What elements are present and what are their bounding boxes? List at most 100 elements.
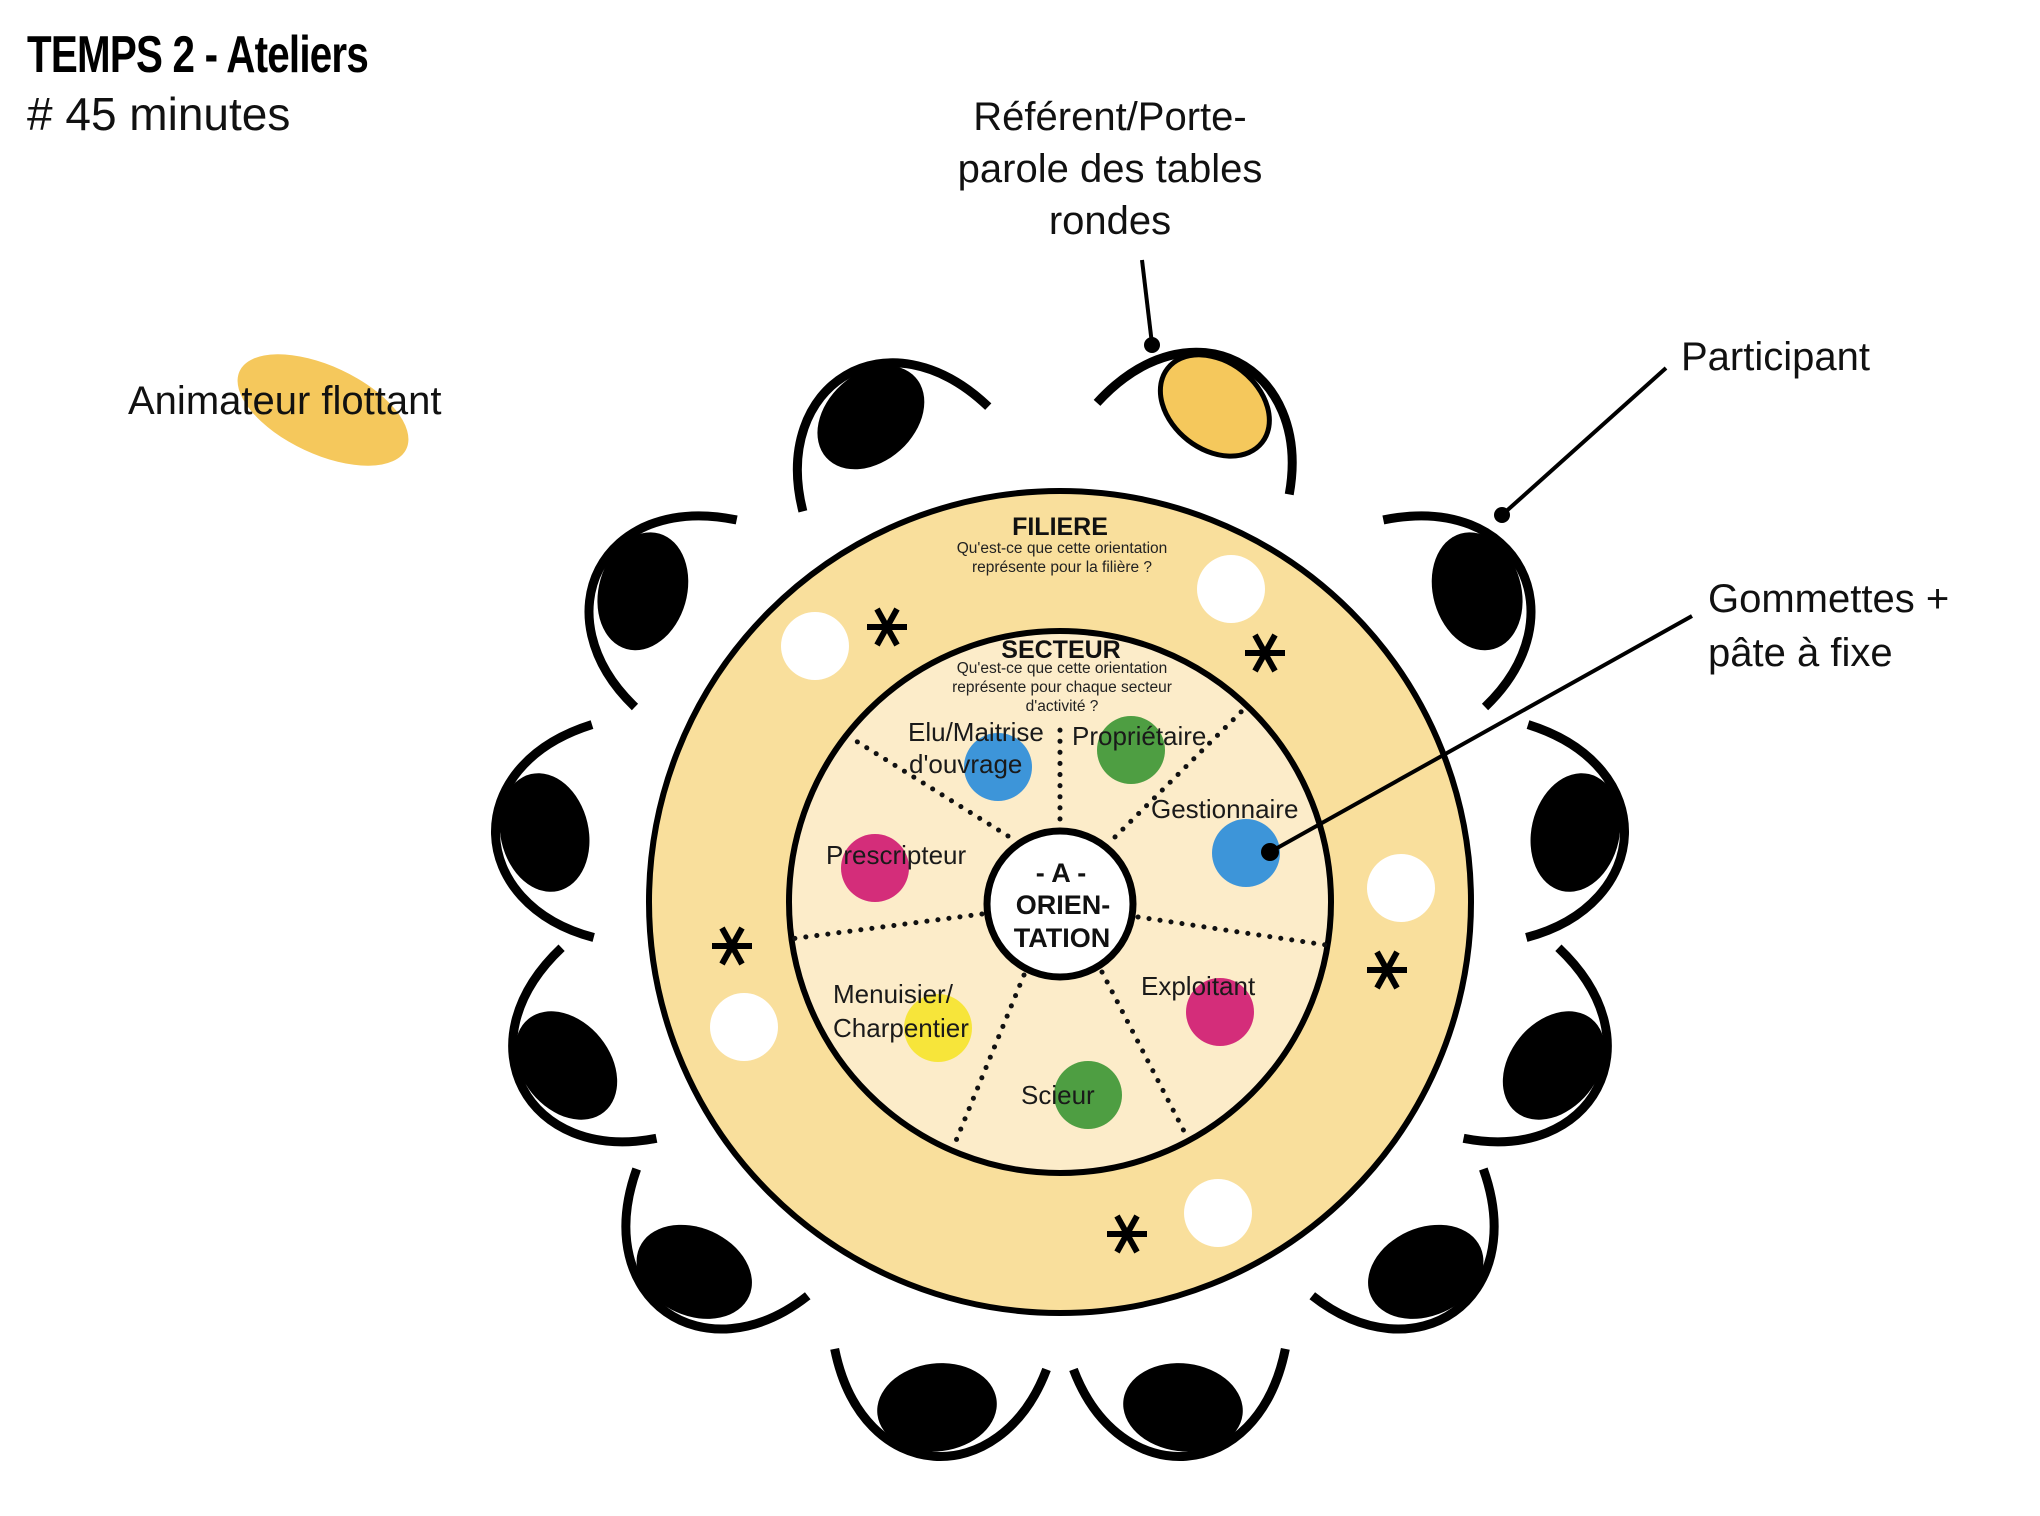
participant-seat bbox=[621, 1167, 811, 1334]
participant-seat bbox=[1309, 1167, 1499, 1334]
empty-gommette-slot bbox=[710, 993, 778, 1061]
secteur-question-line: d'activité ? bbox=[1026, 698, 1099, 715]
header: TEMPS 2 - Ateliers # 45 minutes bbox=[27, 26, 369, 140]
sector-label-gestionnaire: Gestionnaire bbox=[1151, 794, 1298, 824]
participant-head-icon bbox=[597, 532, 689, 651]
participant-head-icon bbox=[817, 365, 925, 470]
seat-arc bbox=[1462, 944, 1612, 1147]
sector-dividers bbox=[787, 705, 1329, 1151]
participant-head-icon bbox=[636, 1224, 752, 1319]
outer-ring-slots bbox=[710, 555, 1435, 1247]
gommettes-label-line: Gommettes + bbox=[1708, 577, 1949, 621]
center-orientation bbox=[983, 827, 1137, 981]
gommette-dot-blue bbox=[964, 733, 1032, 801]
seat-arc bbox=[793, 358, 992, 513]
referent-head-icon bbox=[1157, 352, 1272, 459]
gommettes-leader-line bbox=[1269, 614, 1693, 854]
outer-ring-asterisks bbox=[712, 607, 1407, 1254]
gommette-dot-blue bbox=[1212, 819, 1280, 887]
participant-head-icon bbox=[1368, 1224, 1484, 1319]
sector-dots bbox=[841, 716, 1280, 1129]
participants-ring bbox=[491, 347, 1629, 1462]
filiere-question-line: Qu'est-ce que cette orientation bbox=[957, 540, 1168, 557]
participant-head-icon bbox=[515, 1011, 618, 1120]
secteur-title: SECTEUR bbox=[1001, 636, 1120, 664]
gommette-dot-pink bbox=[1186, 978, 1254, 1046]
round-table: FILIERE Qu'est-ce que cette orientation … bbox=[646, 488, 1474, 1316]
participant-head-icon bbox=[1431, 532, 1523, 651]
sector-label-menuisier: Menuisier/ bbox=[833, 979, 954, 1009]
participant-seat bbox=[491, 720, 595, 942]
empty-gommette-slot bbox=[1367, 854, 1435, 922]
gommette-dot-yellow bbox=[904, 994, 972, 1062]
participant-leader-line bbox=[1500, 366, 1668, 517]
seat-arc bbox=[1309, 1167, 1499, 1334]
center-label-line: TATION bbox=[1014, 923, 1110, 953]
secteur-question-line: Qu'est-ce que cette orientation bbox=[957, 660, 1168, 677]
empty-gommette-slot bbox=[1184, 1179, 1252, 1247]
participant-seat bbox=[830, 1348, 1051, 1462]
asterisk-icon bbox=[712, 926, 752, 966]
referent-label-line: parole des tables bbox=[958, 147, 1263, 191]
gommettes-label-line: pâte à fixe bbox=[1708, 631, 1893, 675]
seat-arc bbox=[491, 720, 595, 942]
participant-head-icon bbox=[1123, 1363, 1243, 1452]
gommette-dot-pink bbox=[841, 834, 909, 902]
sector-divider bbox=[1135, 914, 1329, 948]
participant-head-icon bbox=[1530, 773, 1621, 892]
asterisk-icon bbox=[867, 607, 907, 647]
seat-arc bbox=[1525, 720, 1629, 942]
seat-arc bbox=[830, 1348, 1051, 1462]
duration-label: # 45 minutes bbox=[27, 88, 290, 140]
participant-seat bbox=[584, 511, 738, 711]
secteur-question-line: représente pour chaque secteur bbox=[952, 679, 1172, 696]
sector-divider bbox=[845, 733, 1011, 839]
participant-head-icon bbox=[877, 1363, 997, 1452]
animateur-flottant: Animateur flottant bbox=[128, 354, 442, 466]
empty-gommette-slot bbox=[781, 612, 849, 680]
gommette-dot-green bbox=[1097, 716, 1165, 784]
participant-label: Participant bbox=[1681, 335, 1870, 379]
referent-seat bbox=[1093, 347, 1297, 496]
sector-label-proprietaire: Propriétaire bbox=[1072, 721, 1206, 751]
center-label-line: - A - bbox=[1036, 858, 1086, 888]
referent-label-line: rondes bbox=[1049, 199, 1171, 243]
participant-seat bbox=[1382, 511, 1536, 711]
seat-arc bbox=[1093, 347, 1297, 496]
gommettes-leader-dot bbox=[1261, 843, 1279, 861]
seat-arc bbox=[1069, 1348, 1290, 1462]
participant-annotation: Participant bbox=[1494, 335, 1870, 523]
gommettes-annotation: Gommettes + pâte à fixe bbox=[1261, 577, 1949, 861]
sector-divider bbox=[787, 911, 985, 942]
sector-label-elu: d'ouvrage bbox=[909, 749, 1022, 779]
filiere-question-line: représente pour la filière ? bbox=[972, 559, 1152, 576]
participant-seat bbox=[793, 358, 992, 513]
participant-seat bbox=[1525, 720, 1629, 942]
animateur-shape bbox=[237, 354, 409, 466]
referent-leader-dot bbox=[1144, 337, 1160, 353]
center-label-line: ORIEN- bbox=[1016, 890, 1111, 920]
referent-leader-line bbox=[1140, 259, 1154, 345]
participant-leader-dot bbox=[1494, 507, 1510, 523]
asterisk-icon bbox=[1107, 1214, 1147, 1254]
empty-gommette-slot bbox=[1197, 555, 1265, 623]
asterisk-icon bbox=[1367, 950, 1407, 990]
participant-seat bbox=[1069, 1348, 1290, 1462]
referent-annotation: Référent/Porte- parole des tables rondes bbox=[958, 95, 1263, 353]
sector-label-elu: Elu/Maitrise bbox=[908, 717, 1044, 747]
sector-label-scieur: Scieur bbox=[1021, 1080, 1095, 1110]
seat-arc bbox=[1382, 511, 1536, 711]
participant-seat bbox=[1462, 944, 1612, 1147]
gommette-dot-green bbox=[1054, 1061, 1122, 1129]
sector-labels: Elu/Maitrise d'ouvrage Propriétaire Gest… bbox=[826, 717, 1298, 1110]
referent-label-line: Référent/Porte- bbox=[973, 95, 1246, 139]
sector-label-menuisier: Charpentier bbox=[833, 1013, 969, 1043]
participant-head-icon bbox=[1502, 1011, 1605, 1120]
participant-seat bbox=[508, 944, 658, 1147]
sector-divider bbox=[950, 972, 1027, 1151]
page-title: TEMPS 2 - Ateliers bbox=[27, 26, 368, 84]
sector-label-exploitant: Exploitant bbox=[1141, 971, 1256, 1001]
seat-arc bbox=[621, 1167, 811, 1334]
animateur-label: Animateur flottant bbox=[128, 379, 442, 423]
